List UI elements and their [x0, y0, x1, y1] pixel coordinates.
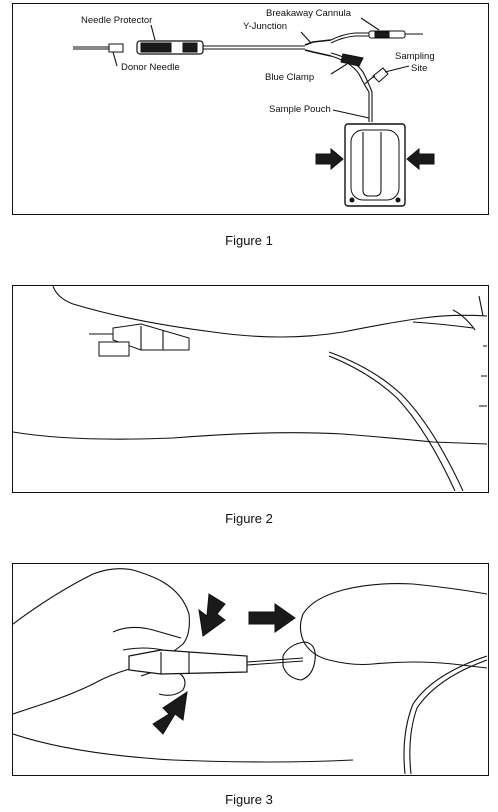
figure2-panel: [12, 285, 489, 493]
figure1-panel: Needle Protector Donor Needle Breakaway …: [12, 3, 489, 215]
y-junction: [304, 39, 332, 57]
push-down-arrow: [198, 593, 226, 637]
tape: [98, 341, 130, 357]
blue-clamp: [340, 53, 364, 67]
donor-needle-hub: [108, 43, 124, 53]
label-breakaway-cannula: Breakaway Cannula: [266, 8, 352, 19]
label-sample-pouch: Sample Pouch: [269, 104, 331, 115]
right-hand: [299, 583, 487, 669]
pull-right-arrow: [248, 603, 296, 633]
hands-breaking-cannula-illustration: [13, 568, 487, 774]
label-sampling-site-1: Sampling: [395, 51, 435, 62]
squeeze-arrow-left: [315, 147, 344, 171]
tubing: [328, 351, 464, 491]
arm-with-needle-illustration: [13, 286, 487, 491]
label-donor-needle: Donor Needle: [121, 62, 180, 73]
figure3-panel: [12, 563, 489, 776]
arm-outline: [52, 286, 487, 338]
needle-device: [128, 649, 248, 675]
tubing: [403, 655, 487, 774]
label-blue-clamp: Blue Clamp: [265, 72, 314, 83]
push-up-arrow: [152, 690, 188, 735]
label-y-junction: Y-Junction: [243, 21, 287, 32]
left-hand: [13, 568, 190, 715]
blood-collection-set-diagram: Needle Protector Donor Needle Breakaway …: [73, 8, 435, 207]
figure2-caption: Figure 2: [225, 511, 273, 526]
needle-hub: [112, 323, 190, 351]
sampling-site: [372, 67, 389, 83]
figure1-caption: Figure 1: [225, 233, 273, 248]
squeeze-arrow-right: [406, 147, 435, 171]
label-sampling-site-2: Site: [411, 63, 427, 74]
figure3-caption: Figure 3: [225, 792, 273, 807]
label-needle-protector: Needle Protector: [81, 15, 152, 26]
